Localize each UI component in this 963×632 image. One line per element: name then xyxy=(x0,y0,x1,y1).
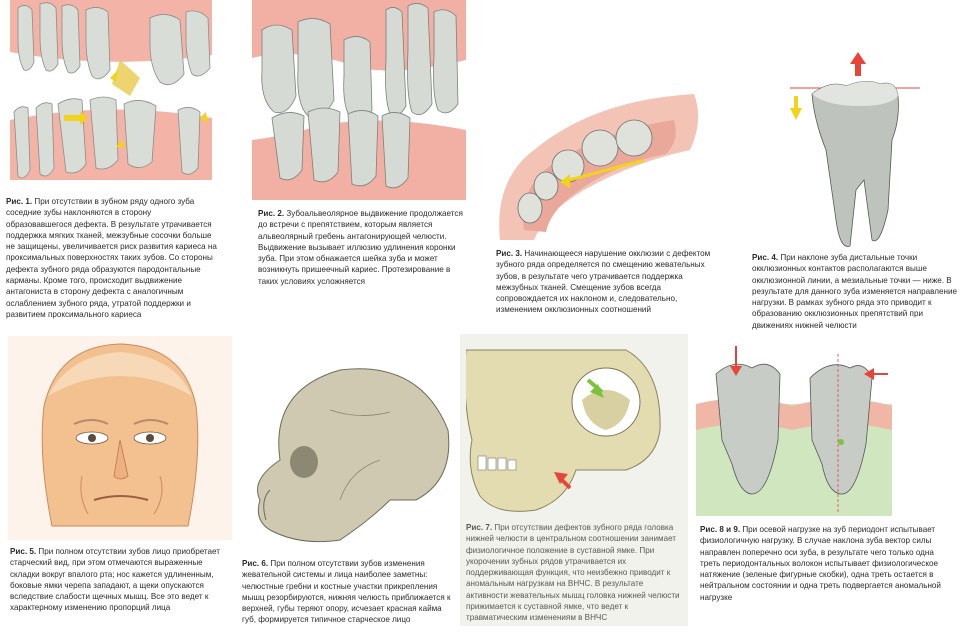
skull-illustration xyxy=(257,368,450,543)
figure-5-text: При полном отсутствии зубов лицо приобре… xyxy=(10,547,220,613)
figure-3-label: Рис. 3. xyxy=(496,249,523,258)
figure-2-text: Зубоальвеолярное выдвижение продолжается… xyxy=(258,209,463,286)
figure-4-illustration xyxy=(780,50,930,250)
figure-1-caption: Рис. 1. При отсутствии в зубном ряду одн… xyxy=(6,196,218,320)
periodontal-teeth-illustration xyxy=(696,346,892,516)
figure-8-9-label: Рис. 8 и 9. xyxy=(700,525,741,534)
figure-6-label: Рис. 6. xyxy=(242,559,269,568)
elderly-face-illustration xyxy=(8,336,232,540)
tmj-skull-illustration xyxy=(466,349,661,512)
figure-1-label: Рис. 1. xyxy=(6,197,33,206)
figure-7-text: При отсутствии дефектов зубного ряда гол… xyxy=(466,523,680,623)
figure-1-illustration xyxy=(0,0,222,188)
figure-7-label: Рис. 7. xyxy=(466,523,493,532)
figure-5-label: Рис. 5. xyxy=(10,547,37,556)
figure-3-caption: Рис. 3. Начинающееся нарушение окклюзии … xyxy=(496,248,711,316)
figure-4-caption: Рис. 4. При наклоне зуба дистальные точк… xyxy=(752,252,958,331)
figure-2-illustration xyxy=(252,0,466,200)
teeth-row-illustration xyxy=(0,0,222,188)
figure-8-9-illustration xyxy=(696,344,892,516)
figure-5-illustration xyxy=(8,336,232,540)
figure-4-label: Рис. 4. xyxy=(752,253,779,262)
figure-6-caption: Рис. 6. При полном отсутствии зубов изме… xyxy=(242,558,456,626)
jaw-occlusal-illustration xyxy=(499,94,699,240)
figure-5-caption: Рис. 5. При полном отсутствии зубов лицо… xyxy=(10,546,224,614)
molar-tilt-illustration xyxy=(790,52,920,247)
alveolar-illustration xyxy=(252,0,466,200)
figure-7-illustration xyxy=(466,340,666,516)
figure-4-text: При наклоне зуба дистальные точки окклюз… xyxy=(752,253,958,330)
figure-6-illustration xyxy=(240,350,456,550)
figure-7-caption: Рис. 7. При отсутствии дефектов зубного … xyxy=(466,522,682,624)
figure-8-9-text: При осевой нагрузке на зуб периодонт исп… xyxy=(700,525,941,602)
figure-3-illustration xyxy=(494,90,704,242)
figure-8-9-caption: Рис. 8 и 9. При осевой нагрузке на зуб п… xyxy=(700,524,956,603)
figure-3-text: Начинающееся нарушение окклюзии с дефект… xyxy=(496,249,711,315)
figure-2-caption: Рис. 2. Зубоальвеолярное выдвижение прод… xyxy=(258,208,468,287)
figure-1-text: При отсутствии в зубном ряду одного зуба… xyxy=(6,197,217,319)
figure-6-text: При полном отсутствии зубов изменения же… xyxy=(242,559,451,625)
figure-2-label: Рис. 2. xyxy=(258,209,285,218)
